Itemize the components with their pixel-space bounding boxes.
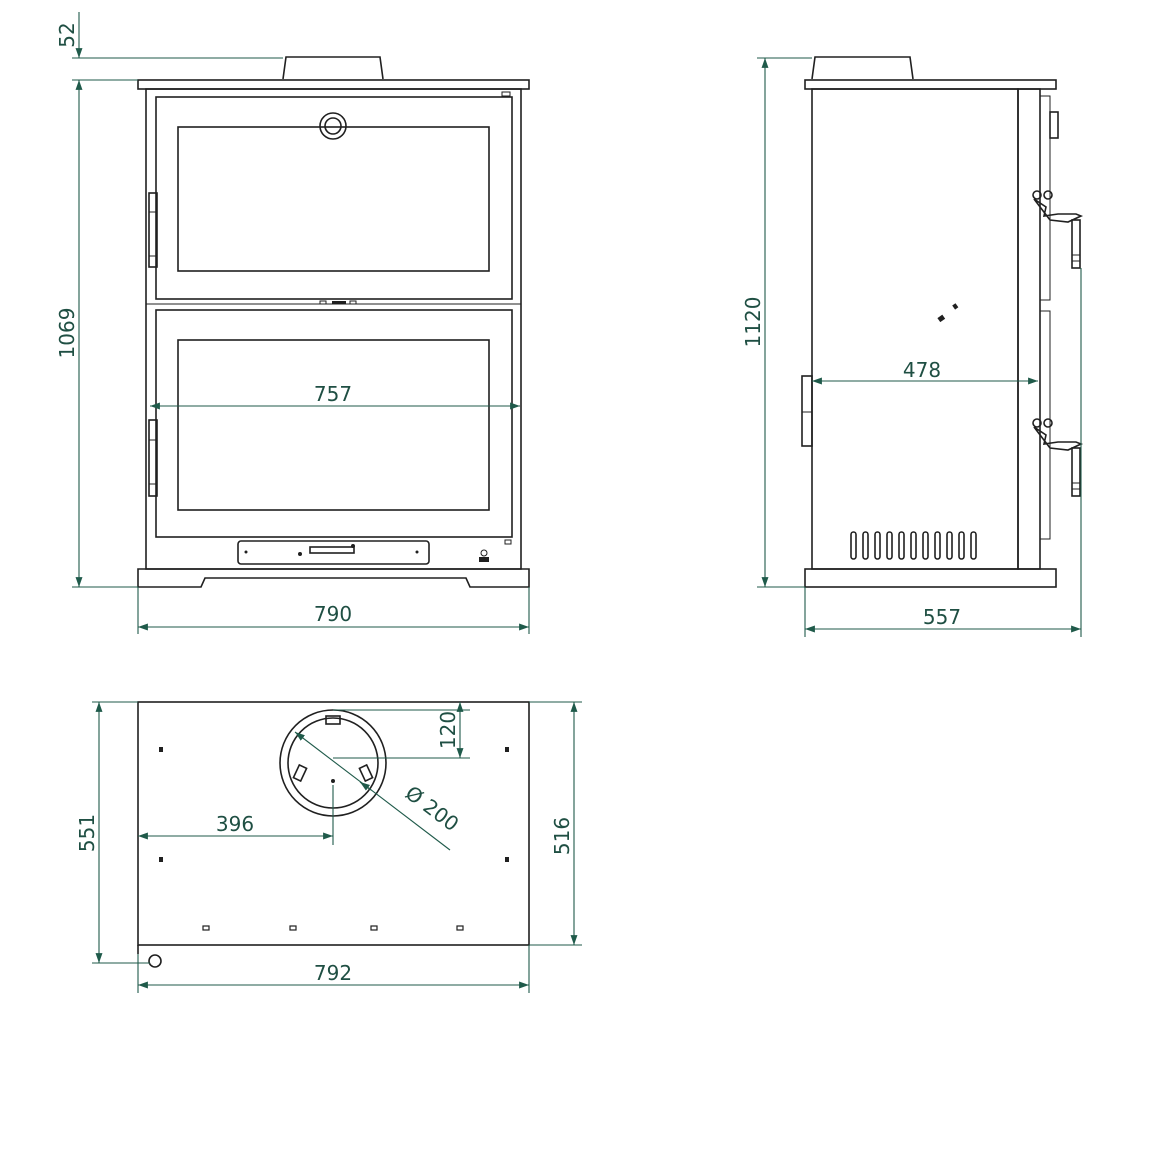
dim-body-depth: 478 (903, 358, 941, 382)
dim-inner-width: 757 (314, 382, 352, 406)
oven-thermometer-icon (319, 112, 347, 140)
rear-bracket (801, 375, 813, 447)
front-plinth (137, 568, 530, 588)
oven-door-glass (177, 126, 490, 272)
side-door-profile (1017, 88, 1041, 570)
lower-hinge (148, 419, 158, 497)
front-view: 52 1069 757 790 (55, 12, 530, 634)
dim-flue-diameter: Ø 200 (401, 781, 464, 836)
front-flue-collar (282, 56, 384, 80)
oven-door (155, 96, 513, 300)
upper-hinge (148, 192, 158, 268)
dim-top-width: 792 (314, 961, 352, 985)
mounting-holes (159, 747, 509, 931)
air-slider (309, 546, 355, 554)
dim-overall-width: 790 (314, 602, 352, 626)
side-body (811, 88, 1019, 570)
ventilation-slots (850, 531, 977, 560)
air-control-icon (937, 303, 959, 323)
dim-body-height: 1069 (55, 308, 79, 359)
dim-flue-offset-back: 120 (436, 711, 460, 749)
upper-door-handle-icon (1032, 190, 1084, 269)
dim-total-height: 1120 (741, 297, 765, 348)
top-view: 120 Ø 200 396 551 516 792 (75, 701, 582, 993)
side-flue-collar (811, 56, 914, 80)
dim-flue-offset-side: 396 (216, 812, 254, 836)
top-outline (137, 701, 530, 946)
front-cooktop-plate (137, 79, 530, 90)
side-view: 1120 478 557 (741, 56, 1084, 637)
dim-top-height: 52 (55, 22, 79, 47)
ash-drawer (237, 540, 430, 565)
side-plinth (804, 568, 1057, 588)
dim-top-body-depth: 516 (550, 817, 574, 855)
firebox-door (155, 309, 513, 538)
brand-logo-icon (479, 549, 489, 562)
dim-total-depth: 551 (75, 814, 99, 852)
firebox-door-glass (177, 339, 490, 511)
lower-door-handle-icon (1032, 418, 1084, 497)
side-cooktop-plate (804, 79, 1057, 90)
top-knob-icon (148, 954, 162, 968)
dim-overall-depth: 557 (923, 605, 961, 629)
front-body (145, 88, 522, 570)
